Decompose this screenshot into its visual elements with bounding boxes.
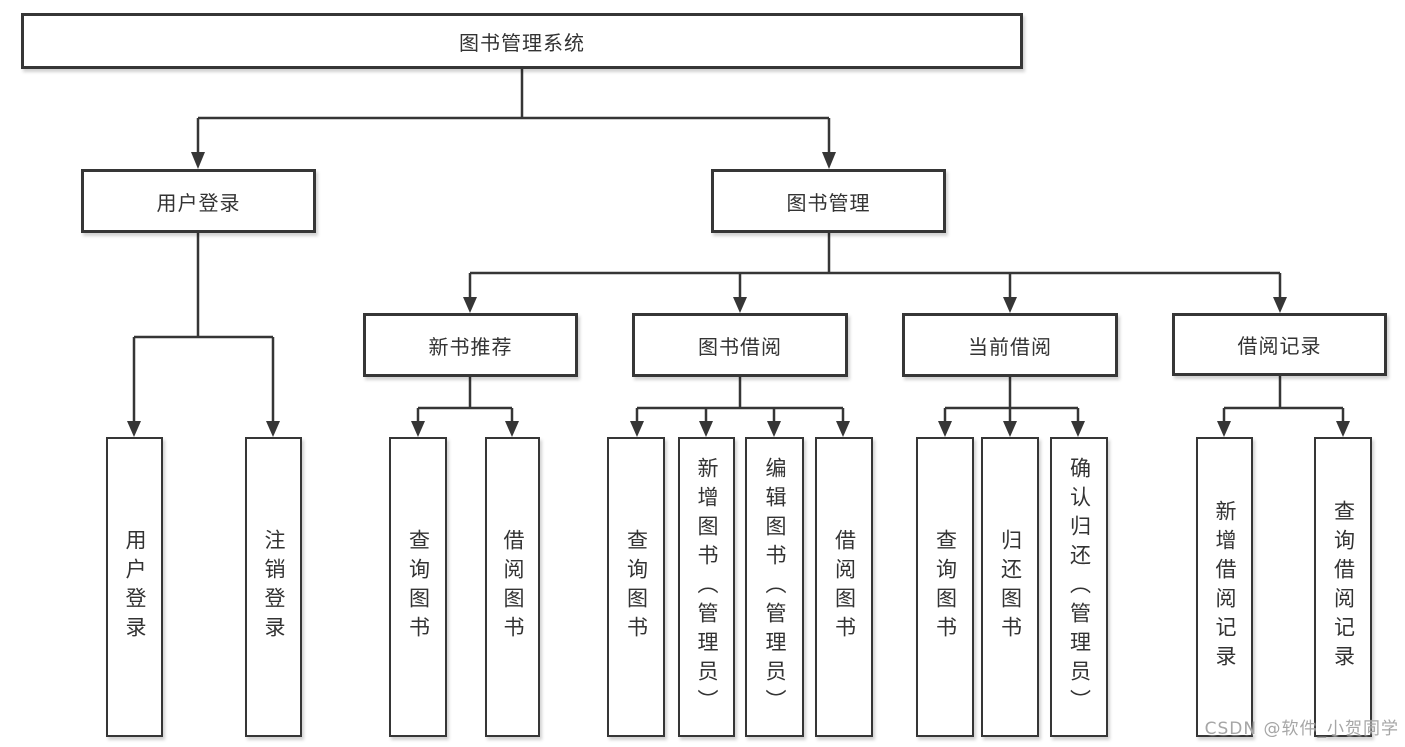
- node-label: 查询借阅记录: [1331, 500, 1356, 674]
- leaf-query-books-under-recommendation: 查询图书: [389, 437, 447, 737]
- node-label: 编辑图书（管理员）: [763, 456, 787, 718]
- node-book-borrowing: 图书借阅: [632, 313, 848, 377]
- node-label: 新增借阅记录: [1213, 500, 1237, 674]
- leaf-add-books-admin: 新增图书（管理员）: [678, 437, 735, 737]
- node-library-management-system: 图书管理系统: [21, 13, 1023, 69]
- node-label: 查询图书: [624, 529, 649, 645]
- node-label: 新书推荐: [428, 334, 513, 359]
- node-label: 借阅图书: [501, 529, 525, 645]
- node-label: 注销登录: [262, 529, 286, 645]
- csdn-watermark: CSDN @软件_小贺同学: [1204, 719, 1399, 739]
- node-label: 确认归还（管理员）: [1067, 456, 1092, 718]
- node-current-borrowing: 当前借阅: [902, 313, 1118, 377]
- node-new-book-recommendation: 新书推荐: [363, 313, 578, 377]
- node-label: 借阅记录: [1237, 334, 1322, 358]
- leaf-return-books: 归还图书: [981, 437, 1039, 737]
- node-label: 用户登录: [156, 190, 241, 215]
- leaf-query-books-under-borrowing: 查询图书: [607, 437, 665, 737]
- node-book-management: 图书管理: [711, 169, 946, 233]
- node-label: 用户登录: [123, 529, 147, 645]
- node-label: 归还图书: [998, 529, 1023, 645]
- leaf-user-login: 用户登录: [106, 437, 163, 737]
- node-user-login: 用户登录: [81, 169, 316, 233]
- node-label: 新增图书（管理员）: [695, 456, 719, 718]
- leaf-add-borrow-record: 新增借阅记录: [1196, 437, 1253, 737]
- leaf-borrow-books-under-borrowing: 借阅图书: [815, 437, 873, 737]
- leaf-logout-login: 注销登录: [245, 437, 302, 737]
- leaf-confirm-return-admin: 确认归还（管理员）: [1050, 437, 1108, 737]
- node-label: 借阅图书: [832, 529, 857, 645]
- node-label: 查询图书: [933, 529, 958, 645]
- leaf-query-borrow-record: 查询借阅记录: [1314, 437, 1372, 737]
- node-label: 图书借阅: [698, 334, 782, 359]
- arrowheads: [127, 152, 1350, 437]
- node-label: 图书管理系统: [459, 30, 585, 55]
- node-borrowing-records: 借阅记录: [1172, 313, 1387, 376]
- leaf-query-books-under-current: 查询图书: [916, 437, 974, 737]
- leaf-borrow-books-under-recommendation: 借阅图书: [485, 437, 540, 737]
- leaf-edit-books-admin: 编辑图书（管理员）: [745, 437, 804, 737]
- node-label: 图书管理: [786, 190, 871, 215]
- node-label: 查询图书: [406, 529, 431, 645]
- node-label: 当前借阅: [968, 334, 1052, 359]
